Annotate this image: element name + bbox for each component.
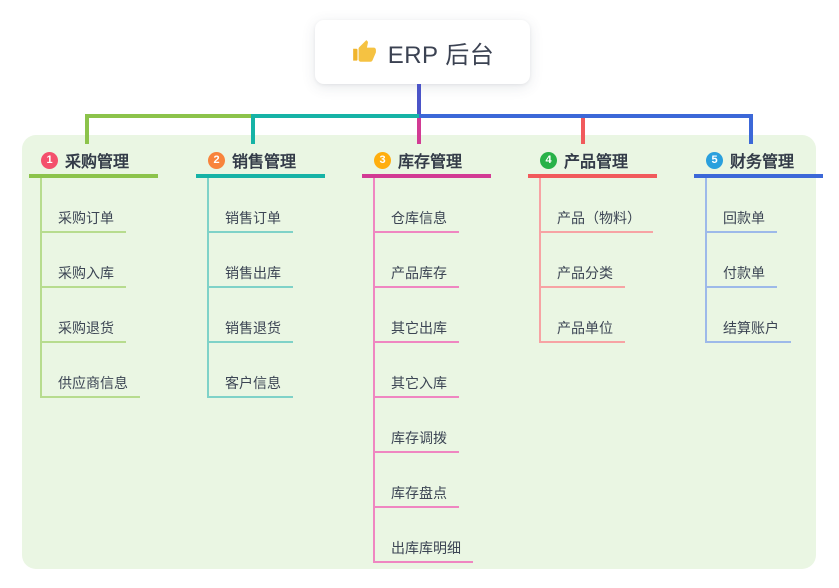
sub-node: 销售订单 — [207, 178, 293, 233]
branch-subtree-line — [40, 178, 42, 398]
connector-horizontal-branch-2 — [251, 114, 419, 118]
sub-node: 付款单 — [705, 233, 777, 288]
sub-node: 结算账户 — [705, 288, 791, 343]
branch-subtree-line — [207, 178, 209, 398]
sub-node: 回款单 — [705, 178, 777, 233]
branch-number-badge: 1 — [41, 151, 58, 169]
sub-node: 采购退货 — [40, 288, 126, 343]
branch-header: 2 销售管理 — [196, 146, 325, 178]
sub-node: 产品单位 — [539, 288, 625, 343]
sub-node: 仓库信息 — [373, 178, 459, 233]
branch-label: 财务管理 — [730, 154, 795, 171]
connector-drop-branch-5 — [749, 114, 753, 144]
sub-node: 供应商信息 — [40, 343, 140, 398]
thumbs-up-icon — [351, 39, 377, 65]
sub-node: 库存调拨 — [373, 398, 459, 453]
sub-node: 采购入库 — [40, 233, 126, 288]
connector-drop-branch-1 — [85, 114, 89, 144]
sub-node: 出库库明细 — [373, 508, 473, 563]
sub-node: 产品库存 — [373, 233, 459, 288]
sub-node: 产品（物料） — [539, 178, 653, 233]
sub-node: 其它入库 — [373, 343, 459, 398]
sub-node: 销售退货 — [207, 288, 293, 343]
connector-drop-branch-3 — [417, 118, 421, 144]
branch-header: 1 采购管理 — [29, 146, 158, 178]
branches-panel-background — [22, 135, 816, 569]
sub-node: 采购订单 — [40, 178, 126, 233]
root-node-erp-backend: ERP 后台 — [315, 20, 530, 84]
branch-subtree-line — [373, 178, 375, 563]
branch-label: 产品管理 — [564, 154, 629, 171]
branch-subtree-line — [539, 178, 541, 343]
sub-node: 销售出库 — [207, 233, 293, 288]
branch-subtree-line — [705, 178, 707, 343]
connector-drop-branch-4 — [581, 118, 585, 144]
sub-node: 其它出库 — [373, 288, 459, 343]
sub-node: 产品分类 — [539, 233, 625, 288]
connector-root-stem — [417, 84, 421, 115]
branch-number-badge: 4 — [540, 151, 557, 169]
branch-label: 库存管理 — [398, 154, 463, 171]
branch-number-badge: 5 — [706, 151, 723, 169]
branch-number-badge: 2 — [208, 151, 225, 169]
root-node-title: ERP 后台 — [387, 41, 495, 69]
sub-node: 客户信息 — [207, 343, 293, 398]
branch-number-badge: 3 — [374, 151, 391, 169]
branch-header: 4 产品管理 — [528, 146, 657, 178]
connector-horizontal-branch-5 — [419, 114, 753, 118]
connector-horizontal-branch-1 — [85, 114, 255, 118]
connector-drop-branch-2 — [251, 114, 255, 144]
branch-label: 采购管理 — [65, 154, 130, 171]
branch-label: 销售管理 — [232, 154, 297, 171]
branch-header: 5 财务管理 — [694, 146, 823, 178]
sub-node: 库存盘点 — [373, 453, 459, 508]
branch-header: 3 库存管理 — [362, 146, 491, 178]
